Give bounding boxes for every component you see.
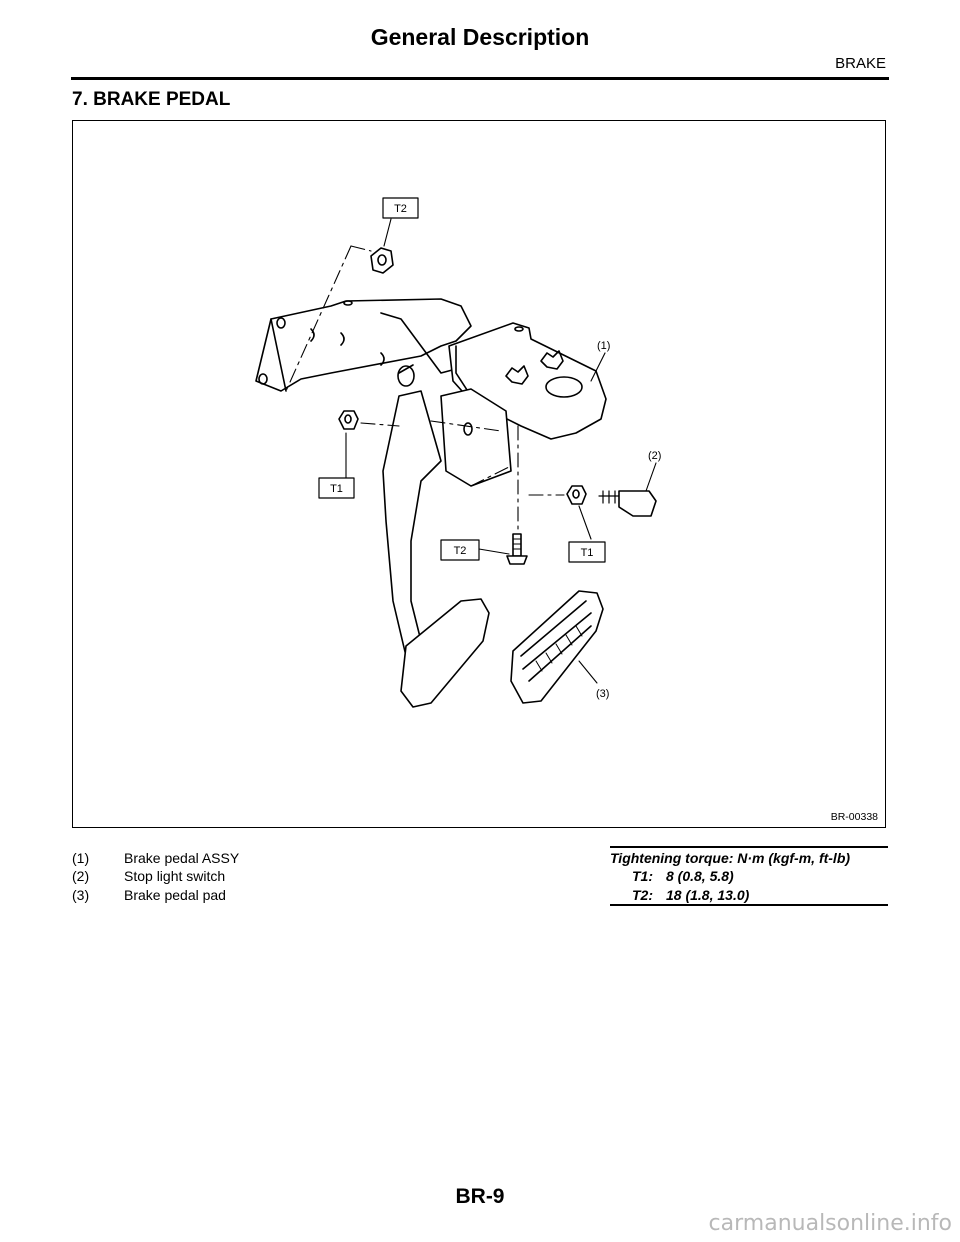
figure-code: BR-00338 xyxy=(830,811,878,823)
torque-row: T1: 8 (0.8, 5.8) xyxy=(632,868,734,884)
legend-label: Stop light switch xyxy=(124,868,226,884)
brake-pedal-illustration: T2 T1 T2 T1 (1) (2) (3) xyxy=(255,197,661,708)
callout-t2-top: T2 xyxy=(394,203,407,215)
legend-item: (2) Stop light switch xyxy=(72,868,225,884)
torque-top-rule xyxy=(610,846,888,848)
callout-t1-right: T1 xyxy=(581,547,594,559)
header-rule xyxy=(71,77,889,80)
torque-key: T1: xyxy=(632,868,653,884)
torque-bottom-rule xyxy=(610,904,888,906)
watermark: carmanualsonline.info xyxy=(708,1211,952,1236)
legend-item: (1) Brake pedal ASSY xyxy=(72,850,239,866)
section-label: BRAKE xyxy=(835,55,886,72)
callout-t2-bottom: T2 xyxy=(454,545,467,557)
torque-value: 18 (1.8, 13.0) xyxy=(666,887,750,903)
torque-title: Tightening torque: N·m (kgf-m, ft-lb) xyxy=(610,850,851,866)
callout-3: (3) xyxy=(596,688,609,700)
torque-value: 8 (0.8, 5.8) xyxy=(666,868,734,884)
legend-number: (3) xyxy=(72,887,90,903)
legend-number: (2) xyxy=(72,868,90,884)
callout-2: (2) xyxy=(648,450,661,462)
legend-number: (1) xyxy=(72,850,90,866)
torque-row: T2: 18 (1.8, 13.0) xyxy=(632,887,749,903)
torque-key: T2: xyxy=(632,887,653,903)
callout-1: (1) xyxy=(597,340,610,352)
page-number: BR-9 xyxy=(455,1185,505,1208)
section-heading: 7. BRAKE PEDAL xyxy=(72,89,231,110)
legend-item: (3) Brake pedal pad xyxy=(72,887,226,903)
callout-t1-left: T1 xyxy=(330,483,343,495)
legend-label: Brake pedal pad xyxy=(124,887,226,903)
brake-pedal-figure: T2 T1 T2 T1 (1) (2) (3) BR-00338 xyxy=(72,120,886,828)
legend-label: Brake pedal ASSY xyxy=(124,850,240,866)
page-title: General Description xyxy=(370,24,590,50)
